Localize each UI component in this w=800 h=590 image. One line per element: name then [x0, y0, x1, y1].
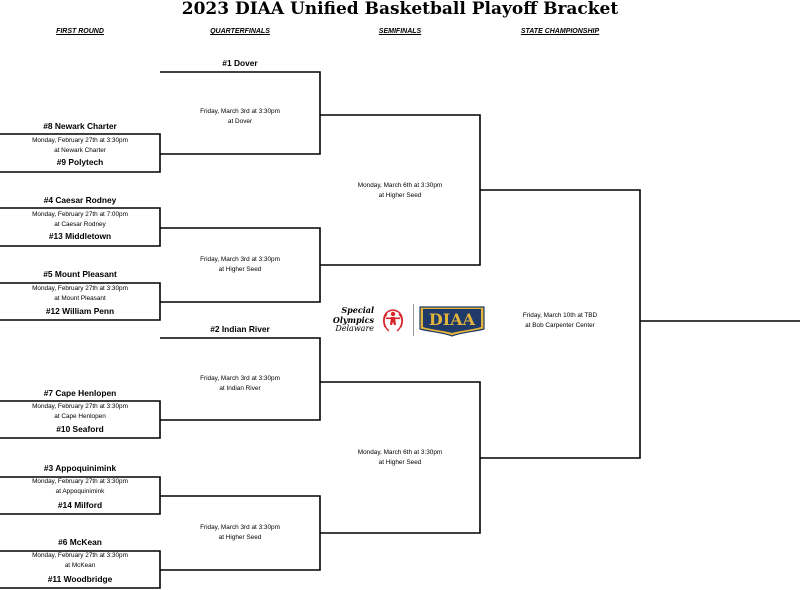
game-location: at Indian River: [219, 384, 261, 392]
team-cape-henlopen: #7 Cape Henlopen: [43, 388, 117, 398]
game-info-s1: Monday, March 6th at 3:30pm at Higher Se…: [358, 181, 442, 200]
game-location: at Higher Seed: [378, 191, 422, 199]
game-time: Monday, March 6th at 3:30pm: [357, 449, 443, 456]
game-time: Friday, March 3rd at 3:30pm: [200, 524, 280, 531]
team-middletown: #13 Middletown: [48, 231, 112, 241]
round-heading-semifinals: SEMIFINALS: [378, 28, 422, 35]
so-line-2: Olympics: [332, 314, 374, 325]
game-time: Monday, February 27th at 3:30pm: [32, 478, 128, 485]
game-location: at Mount Pleasant: [54, 294, 106, 302]
so-line-1: Special: [341, 305, 374, 315]
logo-divider: [413, 304, 414, 336]
game-location: at McKean: [64, 561, 96, 569]
game-time: Friday, March 3rd at 3:30pm: [200, 375, 280, 382]
round-heading-first-round: FIRST ROUND: [56, 28, 104, 35]
team-polytech: #9 Polytech: [56, 157, 104, 167]
page-title: 2023 DIAA Unified Basketball Playoff Bra…: [181, 0, 619, 19]
game-time: Friday, March 10th at TBD: [522, 312, 598, 319]
team-milford: #14 Milford: [57, 500, 103, 510]
game-location: at Higher Seed: [218, 533, 262, 541]
round-heading-state-championship: STATE CHAMPIONSHIP: [520, 28, 600, 35]
game-info-q2: Friday, March 3rd at 3:30pm at Higher Se…: [200, 255, 280, 274]
game-info-q3: Friday, March 3rd at 3:30pm at Indian Ri…: [200, 374, 280, 393]
game-time: Monday, February 27th at 3:30pm: [32, 552, 128, 559]
game-info-q1: Friday, March 3rd at 3:30pm at Dover: [200, 107, 280, 126]
round-heading-quarterfinals: QUARTERFINALS: [210, 28, 270, 35]
team-indian-river: #2 Indian River: [210, 324, 270, 334]
game-info-final: Friday, March 10th at TBD at Bob Carpent…: [523, 311, 597, 330]
bracket-line-g2: [0, 207, 161, 247]
diaa-logo: DIAA: [419, 306, 485, 337]
game-info-g5: Monday, February 27th at 3:30pm at Appoq…: [32, 477, 128, 496]
team-mckean: #6 McKean: [58, 537, 102, 547]
game-time: Monday, February 27th at 3:30pm: [32, 137, 128, 144]
game-time: Monday, February 27th at 3:30pm: [32, 403, 128, 410]
game-location: at Cape Henlopen: [54, 412, 106, 420]
game-location: at Newark Charter: [54, 146, 106, 154]
team-appoquinimink: #3 Appoquinimink: [43, 463, 117, 473]
bracket-line-q1: [160, 71, 321, 155]
game-location: at Appoquinimink: [55, 487, 105, 495]
special-olympics-logo-icon: [383, 309, 403, 332]
game-location: at Higher Seed: [218, 265, 262, 273]
game-time: Monday, February 27th at 3:30pm: [32, 285, 128, 292]
bracket-line-final: [480, 189, 641, 459]
game-time: Monday, February 27th at 7:00pm: [32, 211, 128, 218]
team-william-penn: #12 William Penn: [45, 306, 115, 316]
so-line-3: Delaware: [335, 324, 374, 333]
team-caesar-rodney: #4 Caesar Rodney: [43, 195, 117, 205]
game-info-g3: Monday, February 27th at 3:30pm at Mount…: [32, 284, 128, 303]
sponsor-logos: Special Olympics Delaware DIAA: [328, 302, 490, 338]
team-mount-pleasant: #5 Mount Pleasant: [43, 269, 117, 279]
team-woodbridge: #11 Woodbridge: [47, 574, 113, 584]
game-info-q4: Friday, March 3rd at 3:30pm at Higher Se…: [200, 523, 280, 542]
game-time: Friday, March 3rd at 3:30pm: [200, 256, 280, 263]
game-info-g2: Monday, February 27th at 7:00pm at Caesa…: [32, 210, 128, 229]
game-location: at Bob Carpenter Center: [525, 321, 595, 329]
game-location: at Higher Seed: [378, 458, 422, 466]
bracket-line-q3: [160, 337, 321, 421]
bracket-line-g1: [0, 133, 161, 173]
game-time: Monday, March 6th at 3:30pm: [357, 182, 443, 189]
team-seaford: #10 Seaford: [56, 424, 104, 434]
game-info-g1: Monday, February 27th at 3:30pm at Newar…: [32, 136, 128, 155]
special-olympics-wordmark: Special Olympics Delaware: [328, 306, 374, 334]
game-info-g6: Monday, February 27th at 3:30pm at McKea…: [32, 551, 128, 570]
game-info-s2: Monday, March 6th at 3:30pm at Higher Se…: [358, 448, 442, 467]
team-newark-charter: #8 Newark Charter: [43, 121, 117, 131]
game-location: at Dover: [227, 117, 253, 125]
game-location: at Caesar Rodney: [54, 220, 106, 228]
diaa-logo-text: DIAA: [429, 310, 476, 329]
team-dover: #1 Dover: [222, 58, 258, 68]
game-time: Friday, March 3rd at 3:30pm: [200, 108, 280, 115]
game-info-g4: Monday, February 27th at 3:30pm at Cape …: [32, 402, 128, 421]
